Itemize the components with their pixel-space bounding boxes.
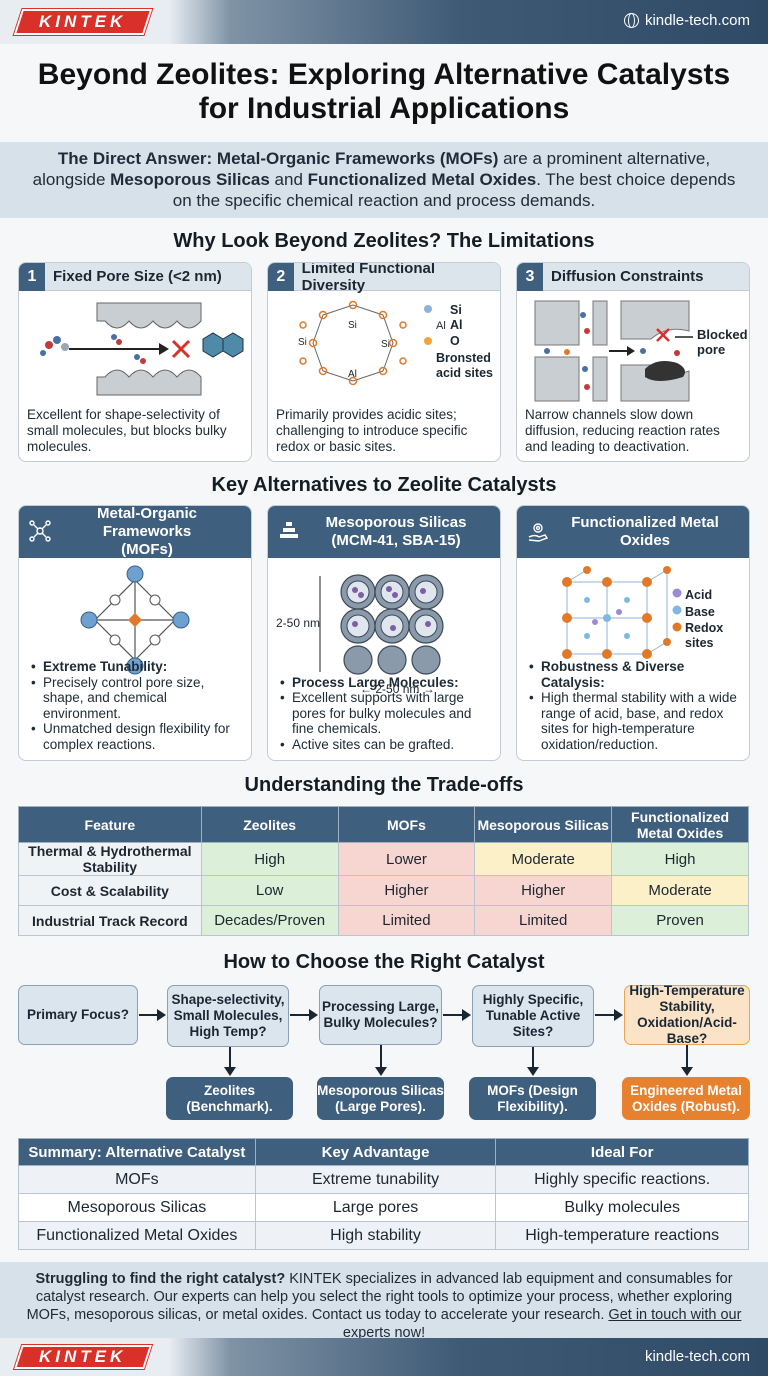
cta-section: Struggling to find the right catalyst? K… bbox=[0, 1262, 768, 1341]
flow-question-1: Shape-selectivity, Small Molecules, High… bbox=[167, 985, 289, 1047]
flow-arrow bbox=[290, 1009, 318, 1021]
header-bar: KINTEK kindle-tech.com bbox=[0, 0, 768, 44]
flow-arrow-down bbox=[224, 1047, 236, 1076]
card-title: Mesoporous Silicas (MCM-41, SBA-15) bbox=[325, 514, 467, 549]
site-link[interactable]: kindle-tech.com bbox=[623, 12, 750, 29]
card-title: Limited Functional Diversity bbox=[301, 262, 436, 294]
card-bullets: Process Large Molecules: Excellent suppo… bbox=[280, 675, 492, 753]
card-number: 3 bbox=[517, 263, 543, 291]
pore-dim-vertical: 2-50 nm bbox=[276, 616, 321, 630]
flow-result-mesoporous: Mesoporous Silicas (Large Pores). bbox=[317, 1077, 444, 1120]
svg-text:Al: Al bbox=[348, 369, 357, 380]
flow-arrow bbox=[139, 1009, 166, 1021]
svg-text:Si: Si bbox=[348, 320, 357, 331]
alt-card-mesoporous: Mesoporous Silicas (MCM-41, SBA-15) 2-50… bbox=[267, 505, 501, 761]
flow-arrow bbox=[443, 1009, 471, 1021]
flow-arrow-down bbox=[681, 1045, 693, 1076]
gear-hand-icon bbox=[527, 520, 549, 547]
flow-question-4: High-Temperature Stability, Oxidation/Ac… bbox=[624, 983, 750, 1046]
svg-text:Si: Si bbox=[298, 337, 307, 348]
contact-link[interactable]: Get in touch with our experts now! bbox=[342, 1307, 742, 1341]
alt-card-metal-oxides: Functionalized Metal Oxides Acid Base Re… bbox=[516, 505, 750, 761]
flow-question-2: Processing Large, Bulky Molecules? bbox=[319, 985, 442, 1045]
card-number: 2 bbox=[268, 263, 294, 291]
legend-redox-dot bbox=[672, 622, 682, 632]
card-bullets: Extreme Tunability: Precisely control po… bbox=[31, 659, 243, 752]
card-text: Excellent for shape-selectivity of small… bbox=[27, 407, 227, 454]
pore-diagram bbox=[40, 302, 244, 396]
legend-base-dot bbox=[672, 605, 682, 615]
site-text: kindle-tech.com bbox=[644, 12, 750, 29]
blocked-pore-label: Blocked pore bbox=[697, 327, 748, 357]
direct-answer: The Direct Answer: Metal-Organic Framewo… bbox=[0, 142, 768, 218]
limitation-card-3: 3 Diffusion Constraints Blocked pore Narr… bbox=[516, 262, 750, 462]
stacked-tubes-icon bbox=[278, 520, 300, 547]
site-legend: Acid Base Redox sites bbox=[685, 588, 724, 650]
page-title: Beyond Zeolites: Exploring Alternative C… bbox=[37, 58, 731, 125]
cta-heading: Struggling to find the right catalyst? bbox=[35, 1271, 286, 1287]
legend-o-dot bbox=[424, 337, 432, 345]
legend-acid-dot bbox=[672, 588, 682, 598]
tradeoffs-title: Understanding the Trade-offs bbox=[244, 774, 524, 796]
mesoporous-diagram bbox=[319, 574, 444, 675]
card-title: Metal-Organic Frameworks (MOFs) bbox=[96, 505, 198, 558]
card-bullets: Robustness & Diverse Catalysis: High the… bbox=[529, 659, 741, 752]
legend-si-dot bbox=[424, 305, 432, 313]
flow-result-mofs: MOFs (Design Flexibility). bbox=[469, 1077, 596, 1120]
site-link[interactable]: kindle-tech.com bbox=[645, 1348, 750, 1365]
globe-icon bbox=[623, 13, 639, 28]
kintek-logo[interactable]: KINTEK bbox=[14, 1345, 152, 1369]
brand-text: KINTEK bbox=[39, 1347, 127, 1366]
table-header-row: Feature Zeolites MOFs Mesoporous Silicas… bbox=[18, 806, 749, 843]
card-title: Functionalized Metal Oxides bbox=[571, 514, 719, 549]
limitations-title: Why Look Beyond Zeolites? The Limitation… bbox=[173, 230, 595, 252]
alt-card-mofs: Metal-Organic Frameworks (MOFs) Extreme … bbox=[18, 505, 252, 761]
metal-oxide-lattice bbox=[562, 566, 682, 659]
footer-bar: KINTEK kindle-tech.com bbox=[0, 1338, 768, 1376]
flow-question-3: Highly Specific, Tunable Active Sites? bbox=[472, 985, 594, 1047]
site-text: kindle-tech.com bbox=[644, 1348, 750, 1365]
brand-text: KINTEK bbox=[39, 12, 127, 31]
cta-text: KINTEK specializes in advanced lab equip… bbox=[26, 1271, 733, 1323]
kintek-logo[interactable]: KINTEK bbox=[13, 9, 153, 35]
limitation-card-1: 1 Fixed Pore Size (<2 nm) Excellent for s… bbox=[18, 262, 252, 462]
flow-title: How to Choose the Right Catalyst bbox=[223, 951, 545, 973]
flow-result-zeolites: Zeolites (Benchmark). bbox=[166, 1077, 293, 1120]
card-text: Primarily provides acidic sites; challen… bbox=[276, 407, 468, 454]
card-title: Fixed Pore Size (<2 nm) bbox=[53, 268, 222, 285]
alternatives-title: Key Alternatives to Zeolite Catalysts bbox=[211, 474, 557, 496]
flow-start-box: Primary Focus? bbox=[18, 985, 138, 1045]
flow-arrow-down bbox=[375, 1045, 387, 1076]
flow-arrow bbox=[595, 1009, 623, 1021]
svg-text:Si: Si bbox=[381, 339, 390, 350]
summary-table: Summary: Alternative Catalyst Key Advant… bbox=[18, 1138, 749, 1250]
network-icon bbox=[29, 520, 51, 547]
flow-result-metal-oxides: Engineered Metal Oxides (Robust). bbox=[622, 1077, 750, 1120]
card-title: Diffusion Constraints bbox=[551, 268, 704, 285]
tradeoff-table: Feature Zeolites MOFs Mesoporous Silicas… bbox=[18, 806, 749, 936]
diffusion-diagram bbox=[534, 300, 693, 402]
card-text: Narrow channels slow down diffusion, red… bbox=[525, 407, 720, 454]
flow-arrow-down bbox=[527, 1047, 539, 1076]
table-header-row: Summary: Alternative Catalyst Key Advant… bbox=[18, 1138, 749, 1166]
card-number: 1 bbox=[19, 263, 45, 291]
